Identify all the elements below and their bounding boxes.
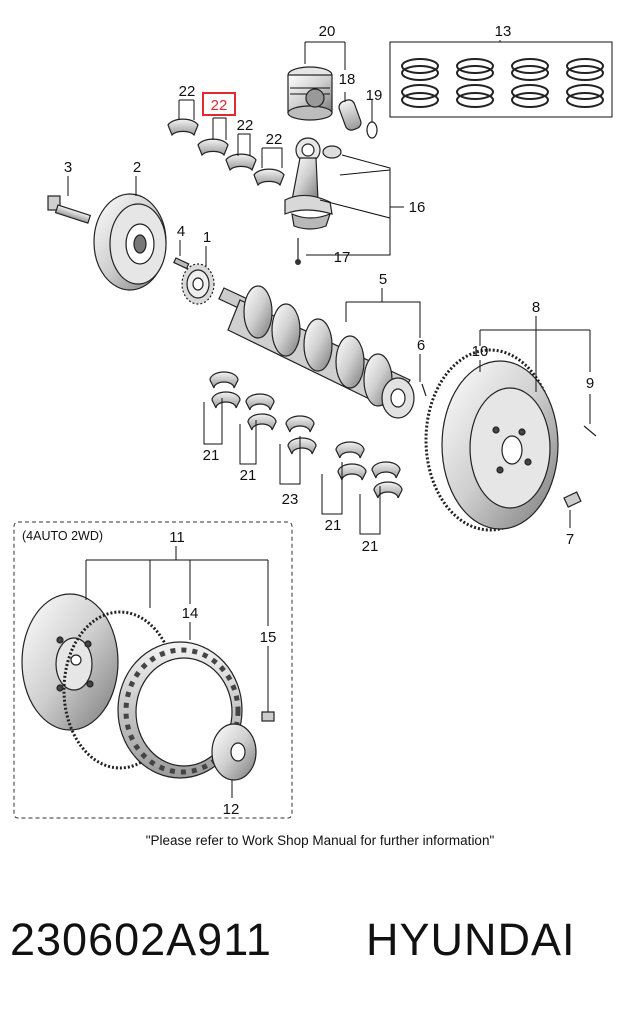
callout-21-c: 21: [325, 517, 342, 534]
flywheel-bolt[interactable]: [563, 491, 582, 508]
snap-ring[interactable]: [366, 121, 378, 139]
callout-16: 16: [409, 199, 426, 216]
callout-21-b: 21: [240, 467, 257, 484]
callout-21-d: 21: [362, 538, 379, 555]
callout-5: 5: [379, 271, 387, 288]
callout-10: 10: [472, 343, 489, 360]
flywheel[interactable]: [424, 348, 559, 532]
callout-4: 4: [177, 223, 185, 240]
callout-8: 8: [532, 299, 540, 316]
callout-21-a: 21: [203, 447, 220, 464]
connecting-rod[interactable]: [284, 137, 342, 230]
auto-subassembly-box: [13, 521, 293, 819]
adapter-plate[interactable]: [211, 723, 257, 781]
callout-13: 13: [495, 23, 512, 40]
woodruff-key[interactable]: [173, 257, 190, 270]
conrod-bolt[interactable]: [295, 238, 301, 265]
reluctor-ring[interactable]: [117, 641, 243, 779]
crankshaft[interactable]: [218, 285, 415, 419]
highlight-frame: [202, 92, 236, 116]
footer: 230602A911 HYUNDAI: [0, 910, 620, 980]
drive-plate[interactable]: [21, 593, 119, 731]
callout-9: 9: [586, 375, 594, 392]
leader-lines: [67, 40, 591, 798]
parts-diagram: 20 13 18 19 22 22 22 22 3 2 4 1 16 17 5 …: [13, 23, 613, 848]
piston-ring-set[interactable]: [389, 41, 613, 118]
subassembly-label: (4AUTO 2WD): [22, 529, 103, 543]
workshop-note: "Please refer to Work Shop Manual for fu…: [146, 833, 495, 848]
crankshaft-sprocket[interactable]: [181, 263, 215, 305]
piston[interactable]: [287, 66, 333, 121]
callout-12: 12: [223, 801, 240, 818]
callout-19: 19: [366, 87, 383, 104]
callout-22-c: 22: [237, 117, 254, 134]
callout-3: 3: [64, 159, 72, 176]
callout-18: 18: [339, 71, 356, 88]
main-bearing[interactable]: [209, 371, 403, 499]
callout-2: 2: [133, 159, 141, 176]
callout-6: 6: [417, 337, 425, 354]
conrod-bearing[interactable]: [167, 118, 285, 187]
callout-17: 17: [334, 249, 351, 266]
flywheel-dowel-pin[interactable]: [583, 425, 597, 437]
callout-22-d: 22: [266, 131, 283, 148]
crank-pulley-bolt[interactable]: [47, 195, 92, 224]
callout-7: 7: [566, 531, 574, 548]
callout-14: 14: [182, 605, 199, 622]
callout-22-highlighted[interactable]: 22: [211, 97, 228, 114]
callout-20: 20: [319, 23, 336, 40]
brand-name: HYUNDAI: [366, 914, 576, 965]
piston-pin[interactable]: [337, 98, 362, 132]
crankshaft-pin[interactable]: [421, 383, 427, 397]
callout-15: 15: [260, 629, 277, 646]
callout-23: 23: [282, 491, 299, 508]
callout-11: 11: [169, 529, 185, 546]
callout-22-a: 22: [179, 83, 196, 100]
part-number: 230602A911: [10, 914, 272, 965]
damper-pulley[interactable]: [93, 193, 167, 291]
subassembly-bolt[interactable]: [261, 711, 275, 722]
callout-1: 1: [203, 229, 211, 246]
